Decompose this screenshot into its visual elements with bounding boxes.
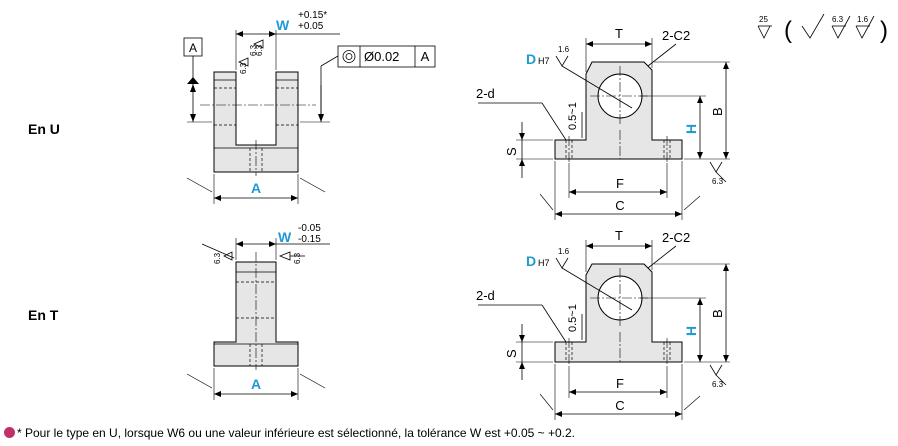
legend-r16: 1.6 xyxy=(857,15,869,24)
concentricity-icon xyxy=(342,50,356,63)
roughness-symbol-16 xyxy=(855,15,875,39)
front-t-bottom: T xyxy=(615,228,623,243)
front-2d-bottom: 2-d xyxy=(476,288,495,303)
u-body xyxy=(213,71,299,173)
legend-r25: 25 xyxy=(759,15,768,24)
front-rough-base-top: 6.3 xyxy=(712,177,724,186)
front-f-top: F xyxy=(616,176,624,191)
front-chamfer-top: 0.5~1 xyxy=(567,102,579,130)
front-t-top: T xyxy=(615,26,623,41)
front-chamfer-bottom: 0.5~1 xyxy=(567,304,579,332)
front-d-top: D xyxy=(526,51,536,67)
u-w-tol-upper: +0.15* xyxy=(298,10,327,21)
label-en-t: En T xyxy=(28,307,59,323)
front-rough-bore-top: 1.6 xyxy=(558,45,570,54)
t-w-letter: W xyxy=(278,229,292,245)
front-h-bottom: H xyxy=(683,326,699,336)
technical-drawing: En U A W +0.15* +0.05 6. xyxy=(28,10,888,420)
u-roughness-left: 6.3 xyxy=(238,57,249,74)
t-w-tol-upper: -0.05 xyxy=(298,223,321,234)
front-s-top: S xyxy=(504,147,519,156)
svg-text:6.3: 6.3 xyxy=(293,252,302,264)
gdt-frame: Ø0.02 A xyxy=(337,45,436,68)
front-h-top: H xyxy=(683,124,699,134)
svg-text:6.3: 6.3 xyxy=(255,44,264,56)
front-h7-bottom: H7 xyxy=(538,258,550,268)
datum-triangle-u xyxy=(187,77,199,84)
front-c-bottom: C xyxy=(615,398,624,413)
gdt-tolerance: Ø0.02 xyxy=(364,49,399,64)
warning-icon xyxy=(4,427,15,438)
roughness-symbol-63 xyxy=(831,15,851,39)
t-roughness-right: 6.3 xyxy=(278,251,305,264)
label-en-u: En U xyxy=(28,121,60,137)
t-w-tol-lower: -0.15 xyxy=(298,234,321,245)
u-w-letter: W xyxy=(276,17,290,33)
front-h7-top: H7 xyxy=(538,56,550,66)
front-b-bottom: B xyxy=(710,309,725,318)
u-roughness-right: 6.3 6.3 xyxy=(249,39,264,56)
svg-text:6.3: 6.3 xyxy=(239,62,248,74)
front-view-top: T 2-C2 D H7 1.6 2-d 0.5~1 S H xyxy=(476,26,730,220)
footnote: * Pour le type en U, lorsque W6 ou une v… xyxy=(4,426,894,440)
u-a-letter: A xyxy=(251,180,261,196)
roughness-symbol-plain xyxy=(801,13,825,39)
datum-letter-u: A xyxy=(189,41,197,55)
front-b-top: B xyxy=(710,107,725,116)
legend-paren-open: ( xyxy=(784,17,792,44)
gdt-datum: A xyxy=(421,49,430,64)
svg-text:6.3: 6.3 xyxy=(213,252,222,264)
roughness-legend: 25 ( 6.3 1.6 ) xyxy=(757,13,888,44)
front-s-bottom: S xyxy=(504,349,519,358)
footnote-text: * Pour le type en U, lorsque W6 ou une v… xyxy=(17,426,575,440)
t-roughness-left: 6.3 xyxy=(201,243,235,264)
front-rough-base-bottom: 6.3 xyxy=(712,380,724,389)
t-side-view: W -0.05 -0.15 6.3 6.3 A xyxy=(186,223,330,400)
front-2d-top: 2-d xyxy=(476,86,495,101)
u-w-tol-lower: +0.05 xyxy=(298,21,324,32)
roughness-symbol-25 xyxy=(757,25,771,39)
front-c2-top: 2-C2 xyxy=(662,28,690,43)
svg-text:6.3: 6.3 xyxy=(249,44,258,56)
front-rough-bore-bottom: 1.6 xyxy=(558,247,570,256)
front-d-bottom: D xyxy=(526,253,536,269)
front-view-bottom: T 2-C2 D H7 1.6 2-d 0.5~1 S H B 6.3 xyxy=(476,228,730,420)
t-a-letter: A xyxy=(251,376,261,392)
legend-paren-close: ) xyxy=(880,17,888,44)
legend-r63: 6.3 xyxy=(832,15,844,24)
front-f-bottom: F xyxy=(616,376,624,391)
front-c-top: C xyxy=(615,198,624,213)
front-c2-bottom: 2-C2 xyxy=(662,230,690,245)
u-side-view: A W +0.15* +0.05 6.3 6.3 6.3 xyxy=(183,10,436,204)
